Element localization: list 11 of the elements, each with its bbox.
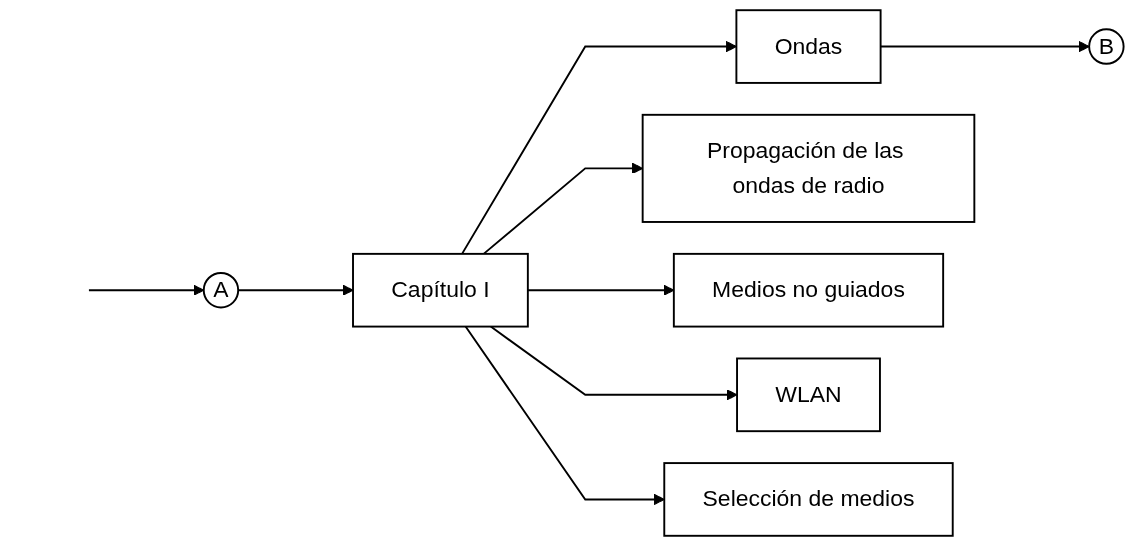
node-box: Medios no guiados (672, 252, 945, 328)
node-box: Selección de medios (663, 462, 954, 537)
node-box: Propagación de las ondas de radio (641, 113, 976, 223)
arrow (489, 325, 738, 401)
arrow (461, 40, 737, 255)
node-box: WLAN (736, 357, 881, 433)
node-circle: B (1088, 28, 1125, 65)
node-box: Capítulo I (352, 252, 529, 328)
arrow (464, 325, 665, 506)
node-box: Ondas (735, 9, 882, 84)
node-circle: A (202, 272, 240, 309)
